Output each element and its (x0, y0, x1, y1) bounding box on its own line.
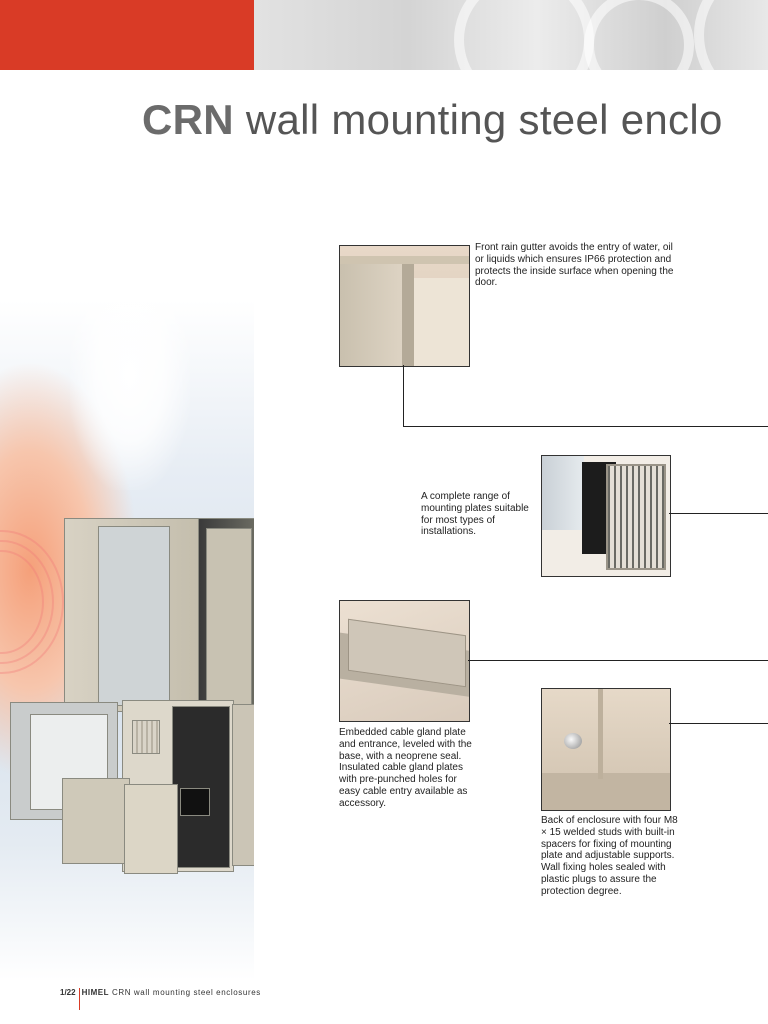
feature-caption-rain-gutter: Front rain gutter avoids the entry of wa… (475, 242, 674, 289)
hero-product-image (0, 300, 254, 980)
title-brand: CRN (142, 96, 234, 143)
feature-caption-mounting-plates: A complete range of mounting plates suit… (421, 491, 529, 538)
page-number: 1/22 (60, 988, 76, 997)
enclosure-back-photo (541, 688, 671, 811)
leader-line (403, 365, 404, 427)
leader-line (669, 723, 768, 724)
footer-subtitle: CRN wall mounting steel enclosures (111, 988, 261, 997)
leader-line (403, 426, 768, 427)
header-red-band (0, 0, 254, 70)
title-text: wall mounting steel enclo (233, 96, 723, 143)
cable-gland-photo (339, 600, 470, 722)
page-title: CRN wall mounting steel enclo (142, 96, 723, 144)
leader-line (669, 513, 768, 514)
mounting-plates-photo (541, 455, 671, 577)
footer-brand: HIMEL (81, 988, 109, 997)
header-gray-band (254, 0, 768, 70)
feature-caption-cable-gland: Embedded cable gland plate and entrance,… (339, 727, 472, 809)
footer-divider (78, 988, 80, 1010)
feature-caption-back-studs: Back of enclosure with four M8 × 15 weld… (541, 815, 678, 897)
leader-line (468, 660, 768, 661)
rain-gutter-photo (339, 245, 470, 367)
